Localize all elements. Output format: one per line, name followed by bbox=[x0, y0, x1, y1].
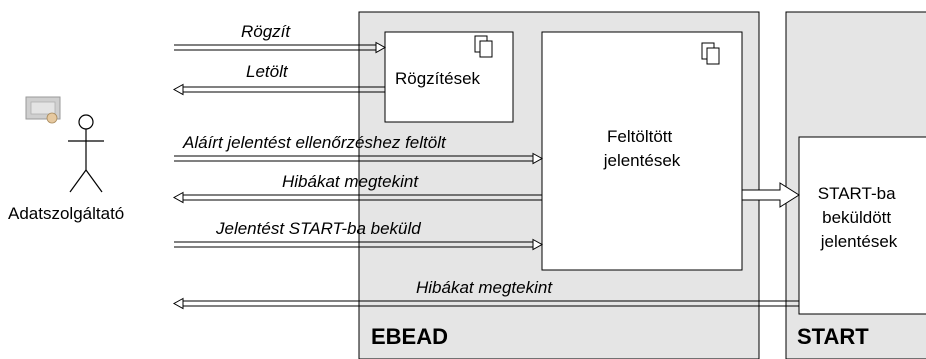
rogzit-arrow bbox=[174, 41, 387, 54]
hibakat-label-1: Hibákat megtekint bbox=[282, 172, 419, 191]
feltoltott-box bbox=[541, 31, 743, 271]
feltoltott-line-1: Feltöltött bbox=[607, 127, 672, 146]
alair-label: Aláírt jelentést ellenőrzéshez feltölt bbox=[182, 133, 447, 152]
alair-arrow bbox=[174, 152, 544, 165]
ebead-label: EBEAD bbox=[371, 324, 448, 349]
feltoltott-line-2: jelentések bbox=[603, 151, 681, 170]
transfer-block-arrow bbox=[741, 182, 800, 208]
letolt-arrow bbox=[172, 83, 385, 96]
hibakat-arrow-2 bbox=[172, 297, 799, 310]
start-bekuldott-line-3: jelentések bbox=[820, 232, 898, 251]
actor-figure bbox=[68, 114, 104, 193]
bekuld-arrow bbox=[174, 238, 544, 251]
bekuld-label: Jelentést START-ba beküld bbox=[215, 219, 421, 238]
start-bekuldott-line-2: beküldött bbox=[822, 208, 891, 227]
start-bekuldott-label: START-ba beküldött jelentések bbox=[818, 184, 901, 251]
actor-name: Adatszolgáltató bbox=[8, 204, 124, 223]
feltoltott-label: Feltöltött jelentések bbox=[603, 127, 681, 170]
start-label: START bbox=[797, 324, 869, 349]
rogzitesek-label: Rögzítések bbox=[395, 69, 481, 88]
letolt-label: Letölt bbox=[246, 62, 289, 81]
hibakat-arrow-1 bbox=[172, 191, 542, 204]
hibakat-label-2: Hibákat megtekint bbox=[416, 278, 553, 297]
certificate-icon bbox=[25, 96, 61, 124]
rogzit-label: Rögzít bbox=[241, 22, 291, 41]
start-bekuldott-box bbox=[798, 136, 926, 315]
start-bekuldott-line-1: START-ba bbox=[818, 184, 896, 203]
